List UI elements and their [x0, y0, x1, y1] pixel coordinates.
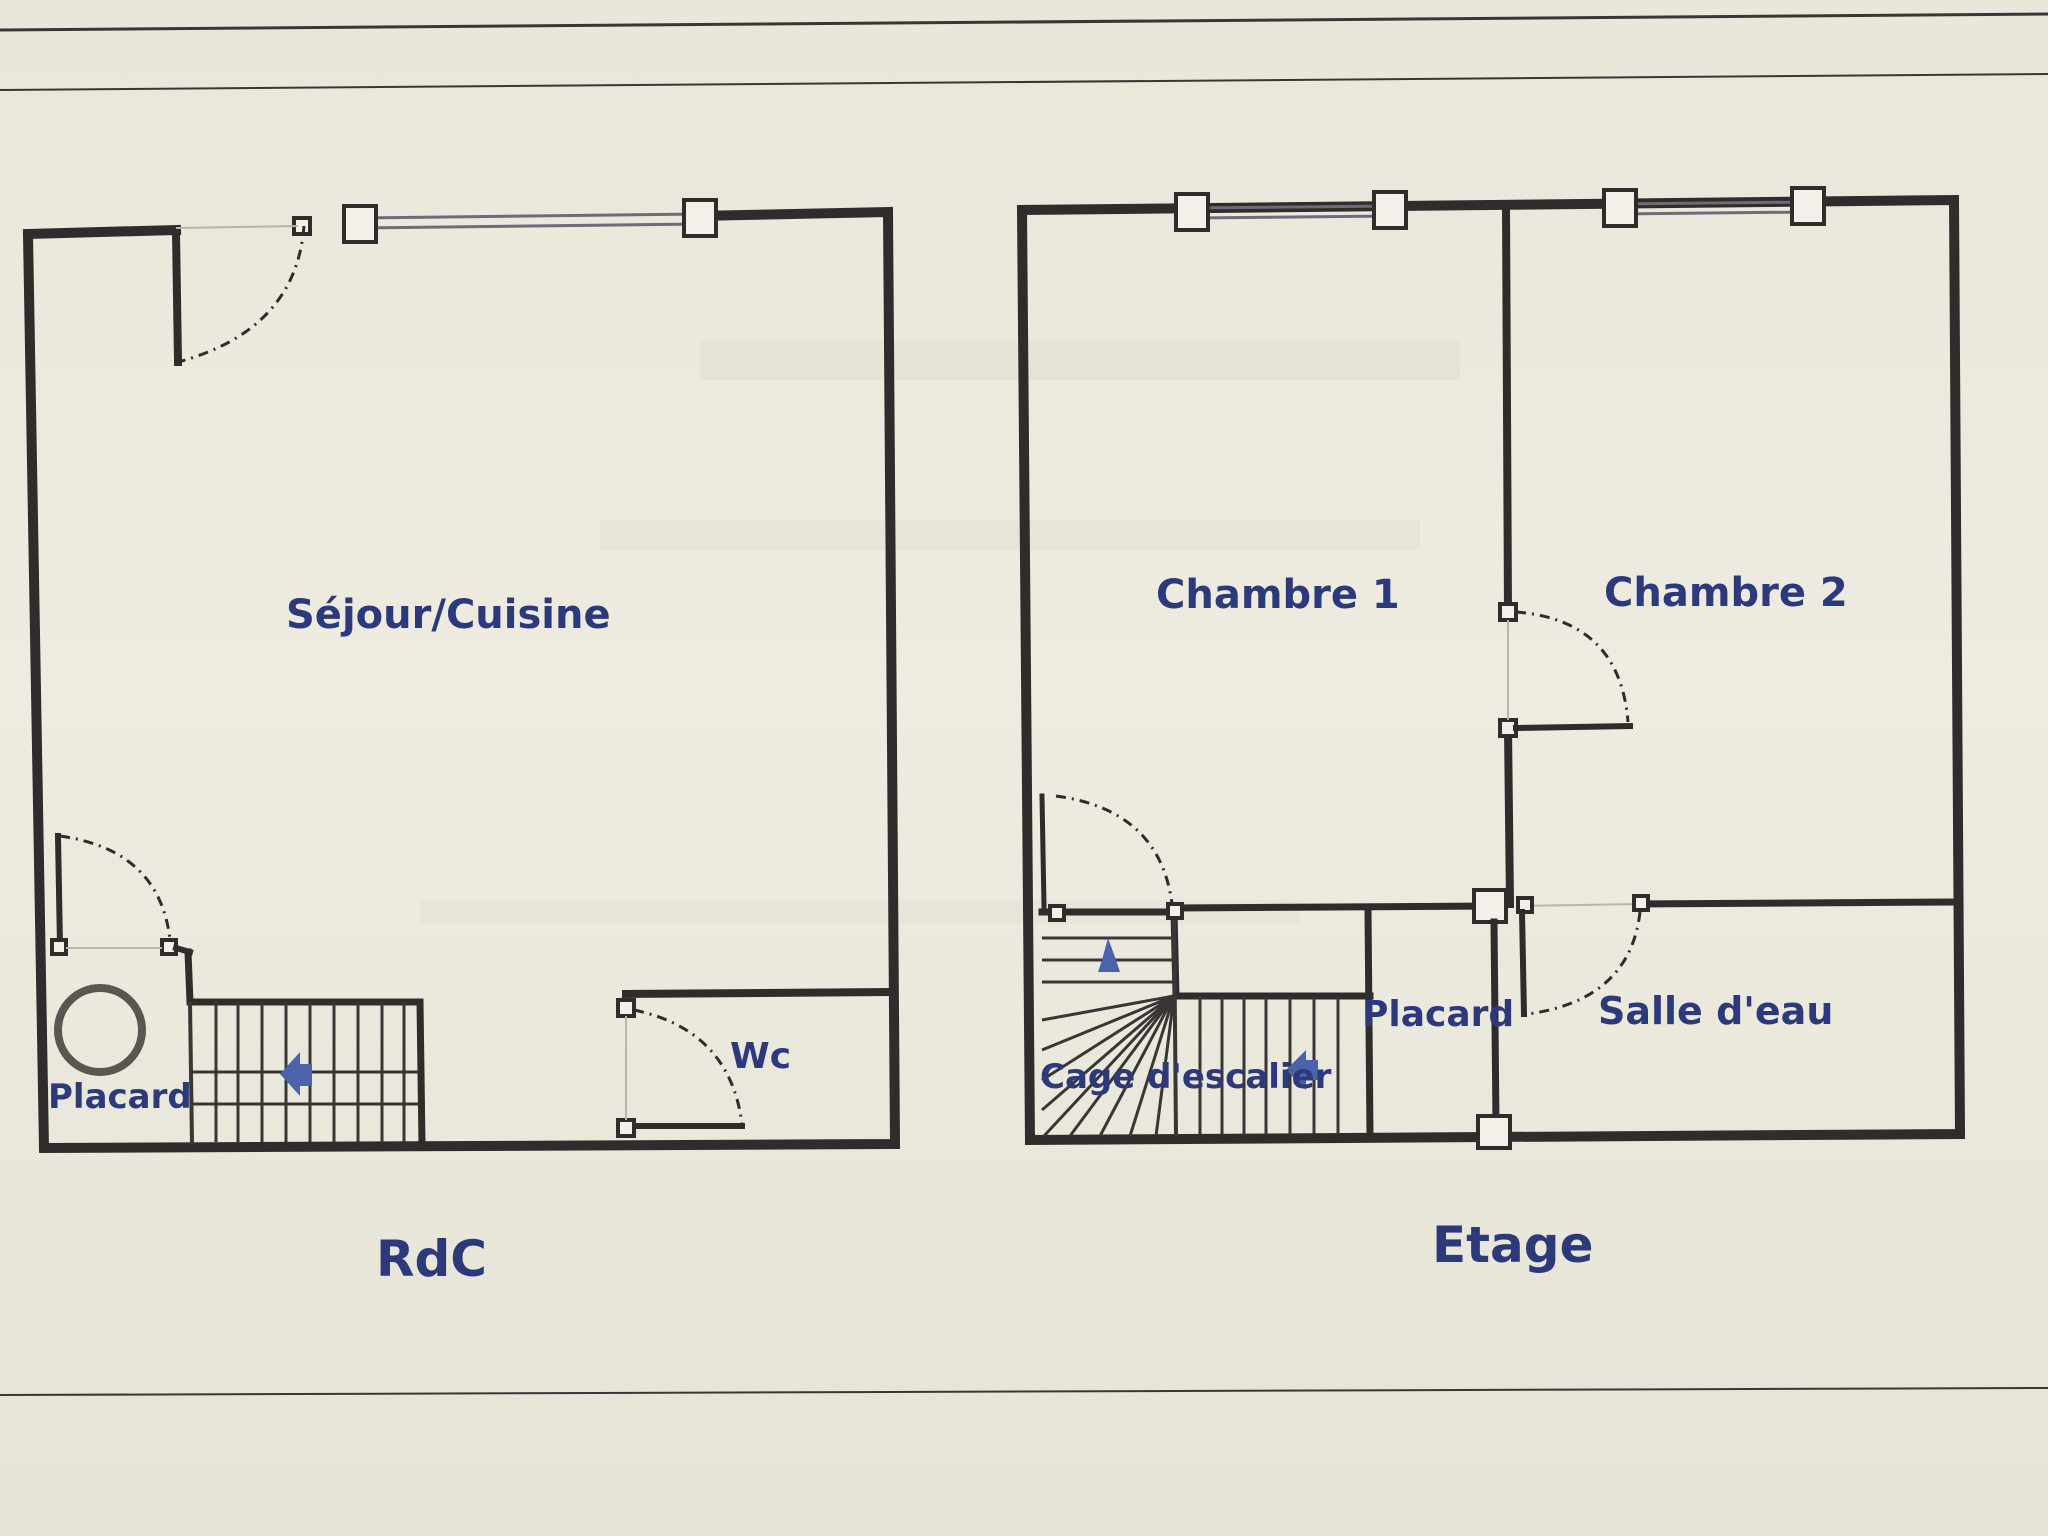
ground-floor-title: RdC: [376, 1230, 487, 1288]
upper-window-left: [1174, 190, 1408, 232]
ground-entry-door-swing: [177, 225, 306, 364]
wc-label: Wc: [730, 1036, 791, 1077]
upper-stair-arrow-left: [1286, 1050, 1318, 1090]
upper-window-right: [1602, 186, 1826, 228]
ground-window: [175, 198, 718, 244]
upper-floor-plan: [1016, 186, 1966, 1150]
ground-stair-arrow: [280, 1052, 312, 1096]
page-rule-bottom: [0, 1387, 2048, 1396]
ground-entry-stub: [171, 227, 183, 367]
ground-exterior-wall: [22, 206, 901, 1154]
bedroom1-label: Chambre 1: [1156, 572, 1400, 618]
living-room-label: Séjour/Cuisine: [286, 592, 611, 638]
upper-floor-title: Etage: [1432, 1216, 1594, 1274]
bedroom2-label: Chambre 2: [1604, 570, 1848, 616]
upper-bathroom-door: [1518, 908, 1642, 1018]
upper-closet-label: Placard: [1362, 994, 1514, 1035]
ground-wc: [616, 987, 897, 1138]
page-rule-top-2: [0, 73, 2048, 91]
upper-stair-arrow-up: [1098, 938, 1120, 972]
bathroom-label: Salle d'eau: [1598, 989, 1833, 1033]
upper-bedroom-partition: [1501, 203, 1513, 617]
ground-floor-plan: [22, 198, 901, 1154]
stairwell-label: Cage d'escalier: [1040, 1057, 1332, 1097]
upper-bedroom2-door: [1498, 602, 1634, 738]
ground-closet-label: Placard: [48, 1077, 192, 1117]
ground-water-tank: [54, 984, 146, 1076]
ground-staircase: [184, 948, 426, 1148]
page-rule-top: [0, 12, 2048, 32]
upper-stairwell: [1038, 793, 1374, 1138]
ground-closet-door: [50, 832, 194, 956]
